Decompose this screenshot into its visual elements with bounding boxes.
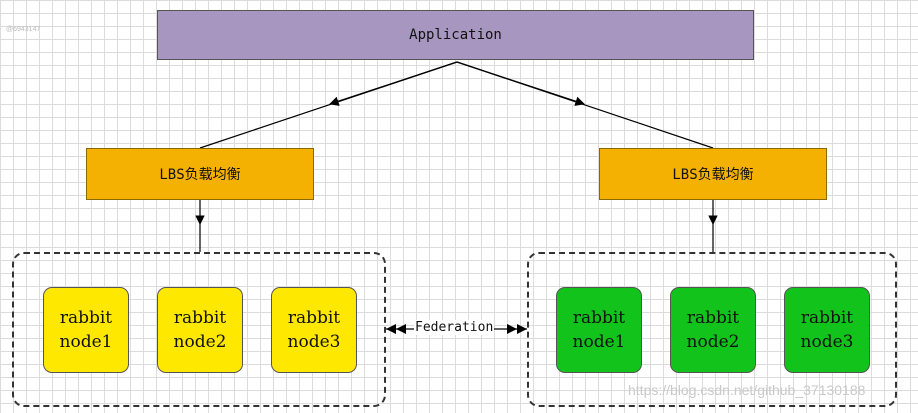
app-to-lbs-right-arrow bbox=[456, 61, 585, 106]
left-rabbit-node3: rabbit node3 bbox=[271, 287, 357, 373]
federation-left-arrowhead bbox=[386, 324, 406, 334]
right-rabbit-node3: rabbit node3 bbox=[784, 287, 870, 373]
lbs-left-label: LBS负载均衡 bbox=[159, 167, 241, 183]
lbs-box-right: LBS负载均衡 bbox=[599, 148, 827, 200]
node-line1: rabbit bbox=[800, 308, 854, 328]
app-to-lbs-left-arrow bbox=[329, 61, 458, 106]
cluster-right bbox=[527, 252, 897, 407]
corner-tag: @6943147 bbox=[6, 26, 41, 33]
application-box: Application bbox=[157, 10, 754, 60]
node-line2: node2 bbox=[173, 332, 227, 352]
watermark: https://blog.csdn.net/github_37130188 bbox=[628, 382, 866, 398]
node-line1: rabbit bbox=[287, 308, 341, 328]
lbs-box-left: LBS负载均衡 bbox=[86, 148, 314, 200]
node-line1: rabbit bbox=[686, 308, 740, 328]
lbs-right-label: LBS负载均衡 bbox=[672, 167, 754, 183]
federation-label: Federation bbox=[414, 320, 495, 335]
node-line2: node3 bbox=[287, 332, 341, 352]
node-line2: node1 bbox=[572, 332, 626, 352]
left-rabbit-node1: rabbit node1 bbox=[43, 287, 129, 373]
node-line2: node2 bbox=[686, 332, 740, 352]
node-line1: rabbit bbox=[173, 308, 227, 328]
node-line2: node3 bbox=[800, 332, 854, 352]
right-rabbit-node2: rabbit node2 bbox=[670, 287, 756, 373]
left-rabbit-node2: rabbit node2 bbox=[157, 287, 243, 373]
federation-right-arrowhead bbox=[507, 324, 527, 334]
right-rabbit-node1: rabbit node1 bbox=[556, 287, 642, 373]
cluster-left bbox=[12, 252, 386, 407]
node-line1: rabbit bbox=[572, 308, 626, 328]
application-label: Application bbox=[409, 27, 502, 43]
node-line2: node1 bbox=[59, 332, 113, 352]
node-line1: rabbit bbox=[59, 308, 113, 328]
